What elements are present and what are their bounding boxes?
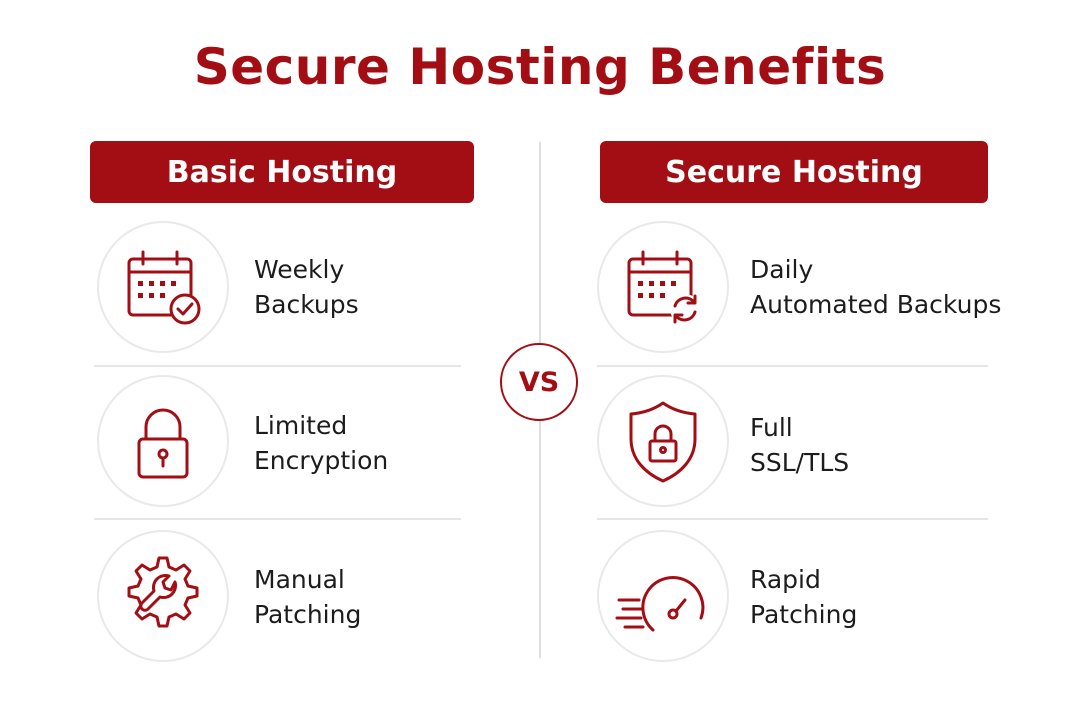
calendar-check-icon-circle xyxy=(97,221,229,353)
calendar-check-icon xyxy=(127,250,201,325)
speedometer-icon-circle xyxy=(597,530,729,662)
shield-lock-icon xyxy=(629,401,697,483)
basic-hosting-header: Basic Hosting xyxy=(90,141,474,203)
page-title: Secure Hosting Benefits xyxy=(193,38,887,96)
speedometer-icon xyxy=(615,576,705,632)
row-separator xyxy=(597,518,988,520)
row-separator xyxy=(94,518,461,520)
secure-hosting-header: Secure Hosting xyxy=(600,141,988,203)
row-separator xyxy=(94,365,461,367)
vs-badge: VS xyxy=(500,343,578,421)
padlock-icon-circle xyxy=(97,375,229,507)
calendar-sync-icon xyxy=(627,250,700,324)
calendar-sync-icon-circle xyxy=(597,221,729,353)
shield-lock-icon-circle xyxy=(597,375,729,507)
padlock-icon xyxy=(137,408,189,479)
gear-wrench-icon-circle xyxy=(97,530,229,662)
gear-wrench-icon xyxy=(127,556,199,628)
row-separator xyxy=(597,365,988,367)
